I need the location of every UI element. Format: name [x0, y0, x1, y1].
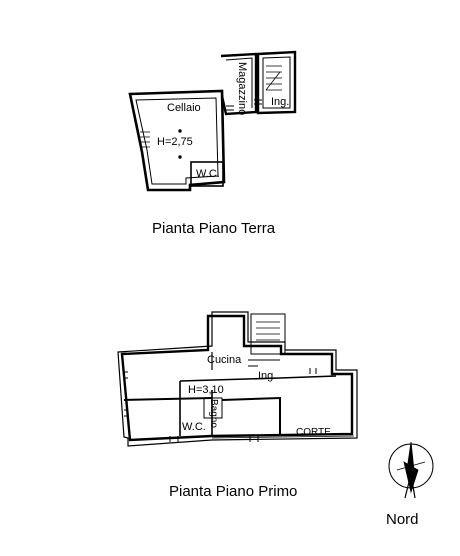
room-label-bathroom: Bagno [208, 399, 219, 428]
room-label-entrance-ground: Ing. [271, 96, 290, 108]
ground-floor-plan [128, 50, 297, 192]
first-floor-plan [117, 311, 358, 447]
first-floor-title: Pianta Piano Primo [169, 483, 298, 500]
courtyard-label: CORTE [296, 427, 331, 438]
room-label-entrance-first: Ing. [258, 370, 277, 382]
room-height-first: H=3,10 [188, 384, 224, 396]
room-label-warehouse: Magazzino [236, 62, 248, 116]
north-label: Nord [386, 511, 419, 528]
room-label-cellar: Cellaio [167, 102, 201, 114]
room-height-ground: H=2,75 [157, 136, 193, 148]
room-label-kitchen: Cucina [207, 354, 242, 366]
room-label-wc-ground: W.C. [196, 168, 220, 180]
north-arrow-icon [388, 441, 434, 499]
ground-floor-title: Pianta Piano Terra [152, 220, 276, 237]
room-label-wc-first: W.C. [182, 421, 206, 433]
